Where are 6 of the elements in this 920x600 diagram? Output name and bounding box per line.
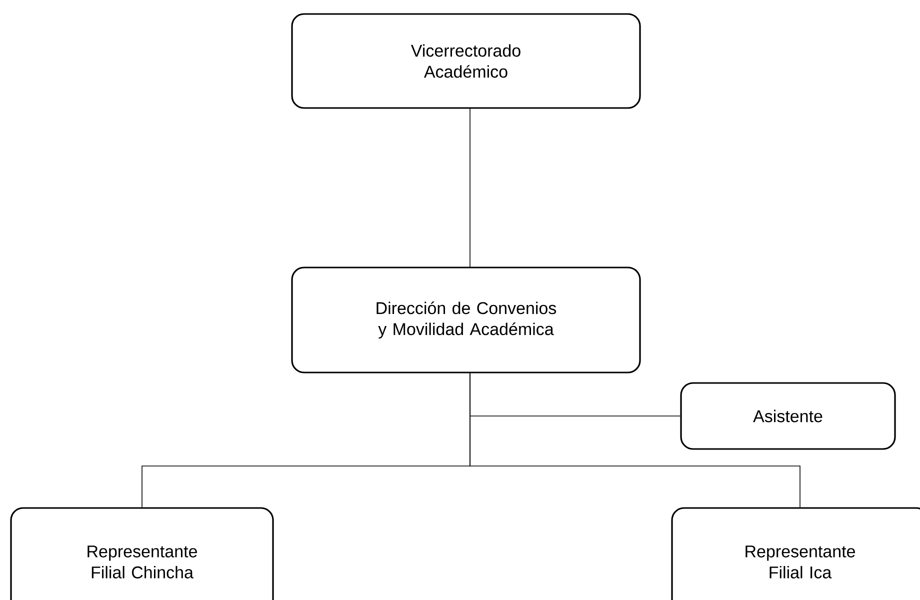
org-box: Asistente <box>680 382 896 450</box>
connector-line <box>470 372 800 508</box>
org-box: Representante Filial Ica <box>671 507 920 600</box>
org-box: Dirección de Convenios y Movilidad Académica <box>291 266 641 374</box>
org-box: Vicerrectorado Académico <box>291 13 641 109</box>
org-box: Representante Filial Chincha <box>10 507 274 600</box>
